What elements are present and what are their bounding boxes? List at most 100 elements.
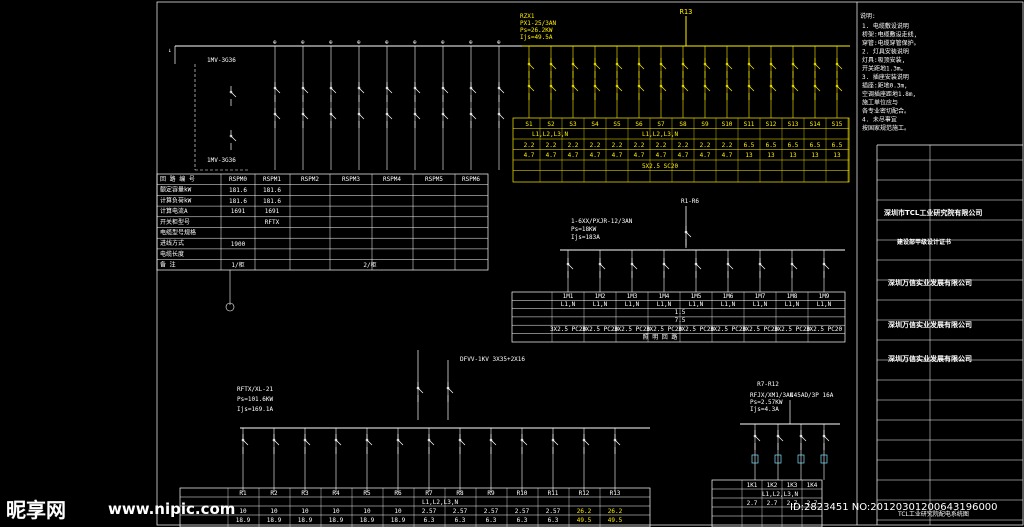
r13-kw: 6.5 [788,142,799,149]
watermark-id: ID:2823451 NO:20120301200643196000 [790,502,998,513]
r13-breaker [703,62,707,66]
r7r12-rcd [797,454,805,464]
ll-spec: Ps=101.6KW [237,396,274,403]
feeder-marker: ⊕ [329,39,333,46]
ll-circuit: R9 [487,490,495,497]
r1r6-cable: 3X2.5 PC20 [806,326,843,333]
feeder-breaker [441,86,445,90]
r13-kw: 2.2 [722,142,733,149]
r13-circuit: S9 [701,121,709,128]
ll-kw: 2.57 [515,508,530,515]
r1r6-cable: 3X2.5 PC20 [774,326,811,333]
r13-breaker-2 [813,84,817,88]
ll-breaker [489,438,493,442]
r13-kw: 6.5 [810,142,821,149]
r13-breaker-2 [769,84,773,88]
main-col-title: RSPM2 [301,176,319,183]
feeder-breaker [329,86,333,90]
r13-cable: 5X2.5 SC20 [642,163,679,170]
r1r6-circuit: 1M4 [659,293,670,300]
main-load: 181.6 [229,198,247,205]
ll-spec: RFTX/XL-21 [237,386,274,393]
r13-kw: 2.2 [656,142,667,149]
notes-line: 1. 电缆敷设说明 [862,22,909,30]
main-row-label: 进线方式 [160,239,184,247]
r13-amp: 13 [811,152,819,159]
r1r6-circuit: 1M7 [755,293,766,300]
notes-line: 按国家规范施工。 [862,124,910,132]
r13-kw: 2.2 [546,142,557,149]
main-row-label: 开关柜型号 [160,218,190,226]
notes-line: 开关距地1.3m。 [862,65,906,73]
r13-circuit: S2 [547,121,555,128]
ll-circuit: R6 [394,490,402,497]
r1r6-breaker [694,262,698,266]
r1r6-cable: 3X2.5 PC20 [582,326,619,333]
r13-amp: 4.7 [546,152,557,159]
feeder-breaker [413,86,417,90]
main-col-title: RSPM5 [425,176,443,183]
r7r12-kw: 2.7 [747,500,758,507]
r13-breaker-2 [615,84,619,88]
main-cable: RFTX [265,219,280,226]
ll-circuit: R12 [579,490,590,497]
r7r12-kw: 2.7 [787,500,798,507]
main-row-label: 计算电流A [160,207,188,215]
r13-circuit: S8 [679,121,687,128]
ll-breaker [241,438,245,442]
ll-amp: 18.9 [360,517,375,524]
r7r12-kw: 2.7 [807,500,818,507]
feeder-marker: ⊕ [413,39,417,46]
main-breaker [229,90,233,94]
feeder-breaker-2 [441,112,445,116]
main-row-label: 备 注 [160,261,176,269]
r13-circuit: S6 [635,121,643,128]
feeder-marker: ⊕ [385,39,389,46]
r13-breaker [835,62,839,66]
main-kw: 181.6 [229,187,247,194]
ll-breaker [272,438,276,442]
r13-kw: 2.2 [524,142,535,149]
r13-amp: 4.7 [678,152,689,159]
r7r12-kw: 2.7 [767,500,778,507]
feeder-breaker [469,86,473,90]
ll-breaker [396,438,400,442]
main-col-title: RSPM0 [229,176,247,183]
ll-breaker [365,438,369,442]
r13-title: R13 [680,8,693,16]
main-row-label: 计算负荷kW [160,196,192,204]
main-amp-2: 1691 [265,208,280,215]
r7r12-spec: Ijs=4.3A [750,406,779,413]
r1r6-spec: 1-6XX/PXJR-12/3AN [571,218,633,225]
notes-line: 施工单位应与 [862,99,898,107]
title-drawing-name: TCL工业研究院配电系统图 [898,511,969,518]
r1r6-cable: 3X2.5 PC20 [646,326,683,333]
notes-line: 插座:距地0.3m, [862,82,908,90]
feeder-breaker [273,86,277,90]
ll-circuit: R11 [548,490,559,497]
r13-table [512,117,850,183]
ll-main-breaker [416,386,420,390]
r13-breaker [725,62,729,66]
main-breaker-2 [229,134,233,138]
r13-breaker-2 [593,84,597,88]
r7r12-spec: Ps=2.57KW [750,399,783,406]
r1r6-title: R1-R6 [681,198,699,205]
main-mid-note: 2/柜 [363,261,376,269]
main-amp: 1691 [231,208,246,215]
ll-kw: 10 [301,508,309,515]
notes-line: 桥架:电缆敷设走线, [862,31,917,39]
main-load-2: 181.6 [263,198,281,205]
ll-circuit: R5 [363,490,371,497]
feeder-breaker-2 [497,112,501,116]
r1r6-circuit: 1M3 [627,293,638,300]
r13-spec: RZX1 [520,13,535,20]
r13-breaker [813,62,817,66]
feeder-marker: ⊕ [273,39,277,46]
r13-circuit: S12 [766,121,777,128]
r7r12-breaker [799,434,803,438]
r13-breaker-2 [681,84,685,88]
r1r6-note: 照 明 回 路 [643,333,678,341]
r13-circuit: S3 [569,121,577,128]
